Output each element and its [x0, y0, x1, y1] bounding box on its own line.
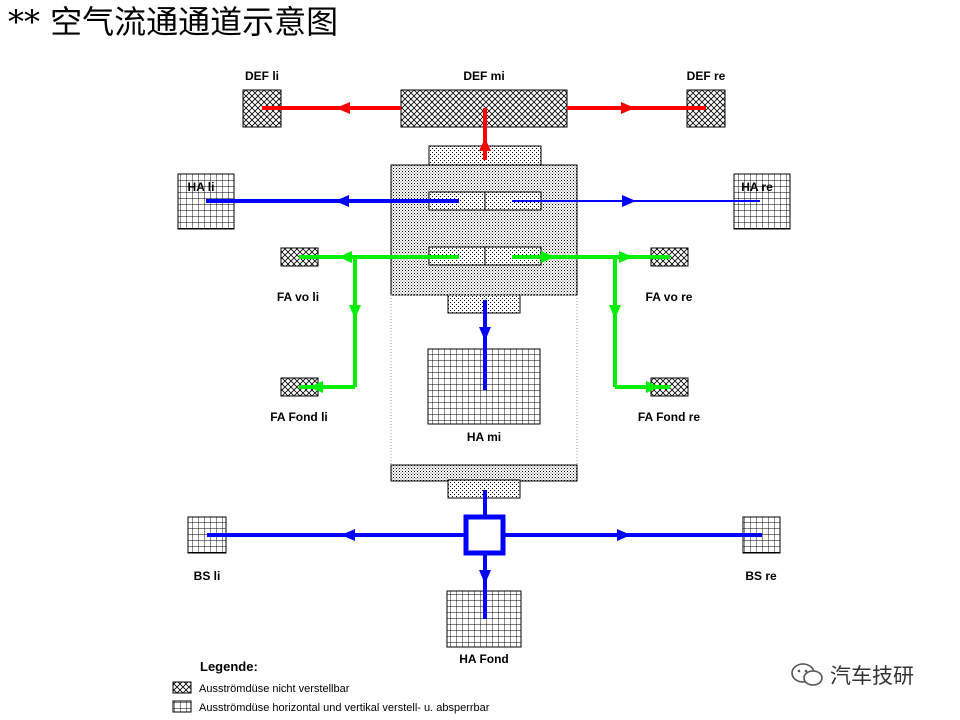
label-fa-fond-li: FA Fond li: [270, 410, 328, 424]
foot-air-flow: [299, 251, 670, 393]
central-unit: [390, 145, 578, 499]
legend-heading: Legende:: [200, 659, 258, 674]
label-fa-vo-re: FA vo re: [646, 290, 693, 304]
label-bs-re: BS re: [745, 569, 777, 583]
legend-item-fixed: Ausströmdüse nicht verstellbar: [199, 683, 350, 695]
defrost-flow: [262, 102, 706, 160]
page-title: ** 空气流通通道示意图: [8, 3, 339, 41]
label-ha-li: HA li: [188, 180, 215, 194]
vent-def-re: [686, 89, 726, 128]
watermark: 汽车技研: [790, 660, 914, 690]
label-ha-re: HA re: [741, 180, 773, 194]
watermark-text: 汽车技研: [830, 664, 914, 688]
label-def-li: DEF li: [245, 69, 279, 83]
legend-swatch-adjustable: [172, 700, 192, 713]
legend-item-adjustable: Ausströmdüse horizontal und vertikal ver…: [199, 702, 490, 714]
legend-swatch-fixed: [172, 681, 192, 694]
label-ha-fond: HA Fond: [459, 652, 509, 666]
label-def-re: DEF re: [687, 69, 726, 83]
label-bs-li: BS li: [194, 569, 221, 583]
chat-bubble-icon: [791, 663, 823, 686]
label-fa-vo-li: FA vo li: [277, 290, 319, 304]
label-fa-fond-re: FA Fond re: [638, 410, 701, 424]
label-ha-mi: HA mi: [467, 430, 501, 444]
legend: Legende: Ausströmdüse nicht verstellbar …: [172, 659, 490, 714]
main-air-flow: [206, 195, 762, 619]
label-def-mi: DEF mi: [463, 69, 504, 83]
